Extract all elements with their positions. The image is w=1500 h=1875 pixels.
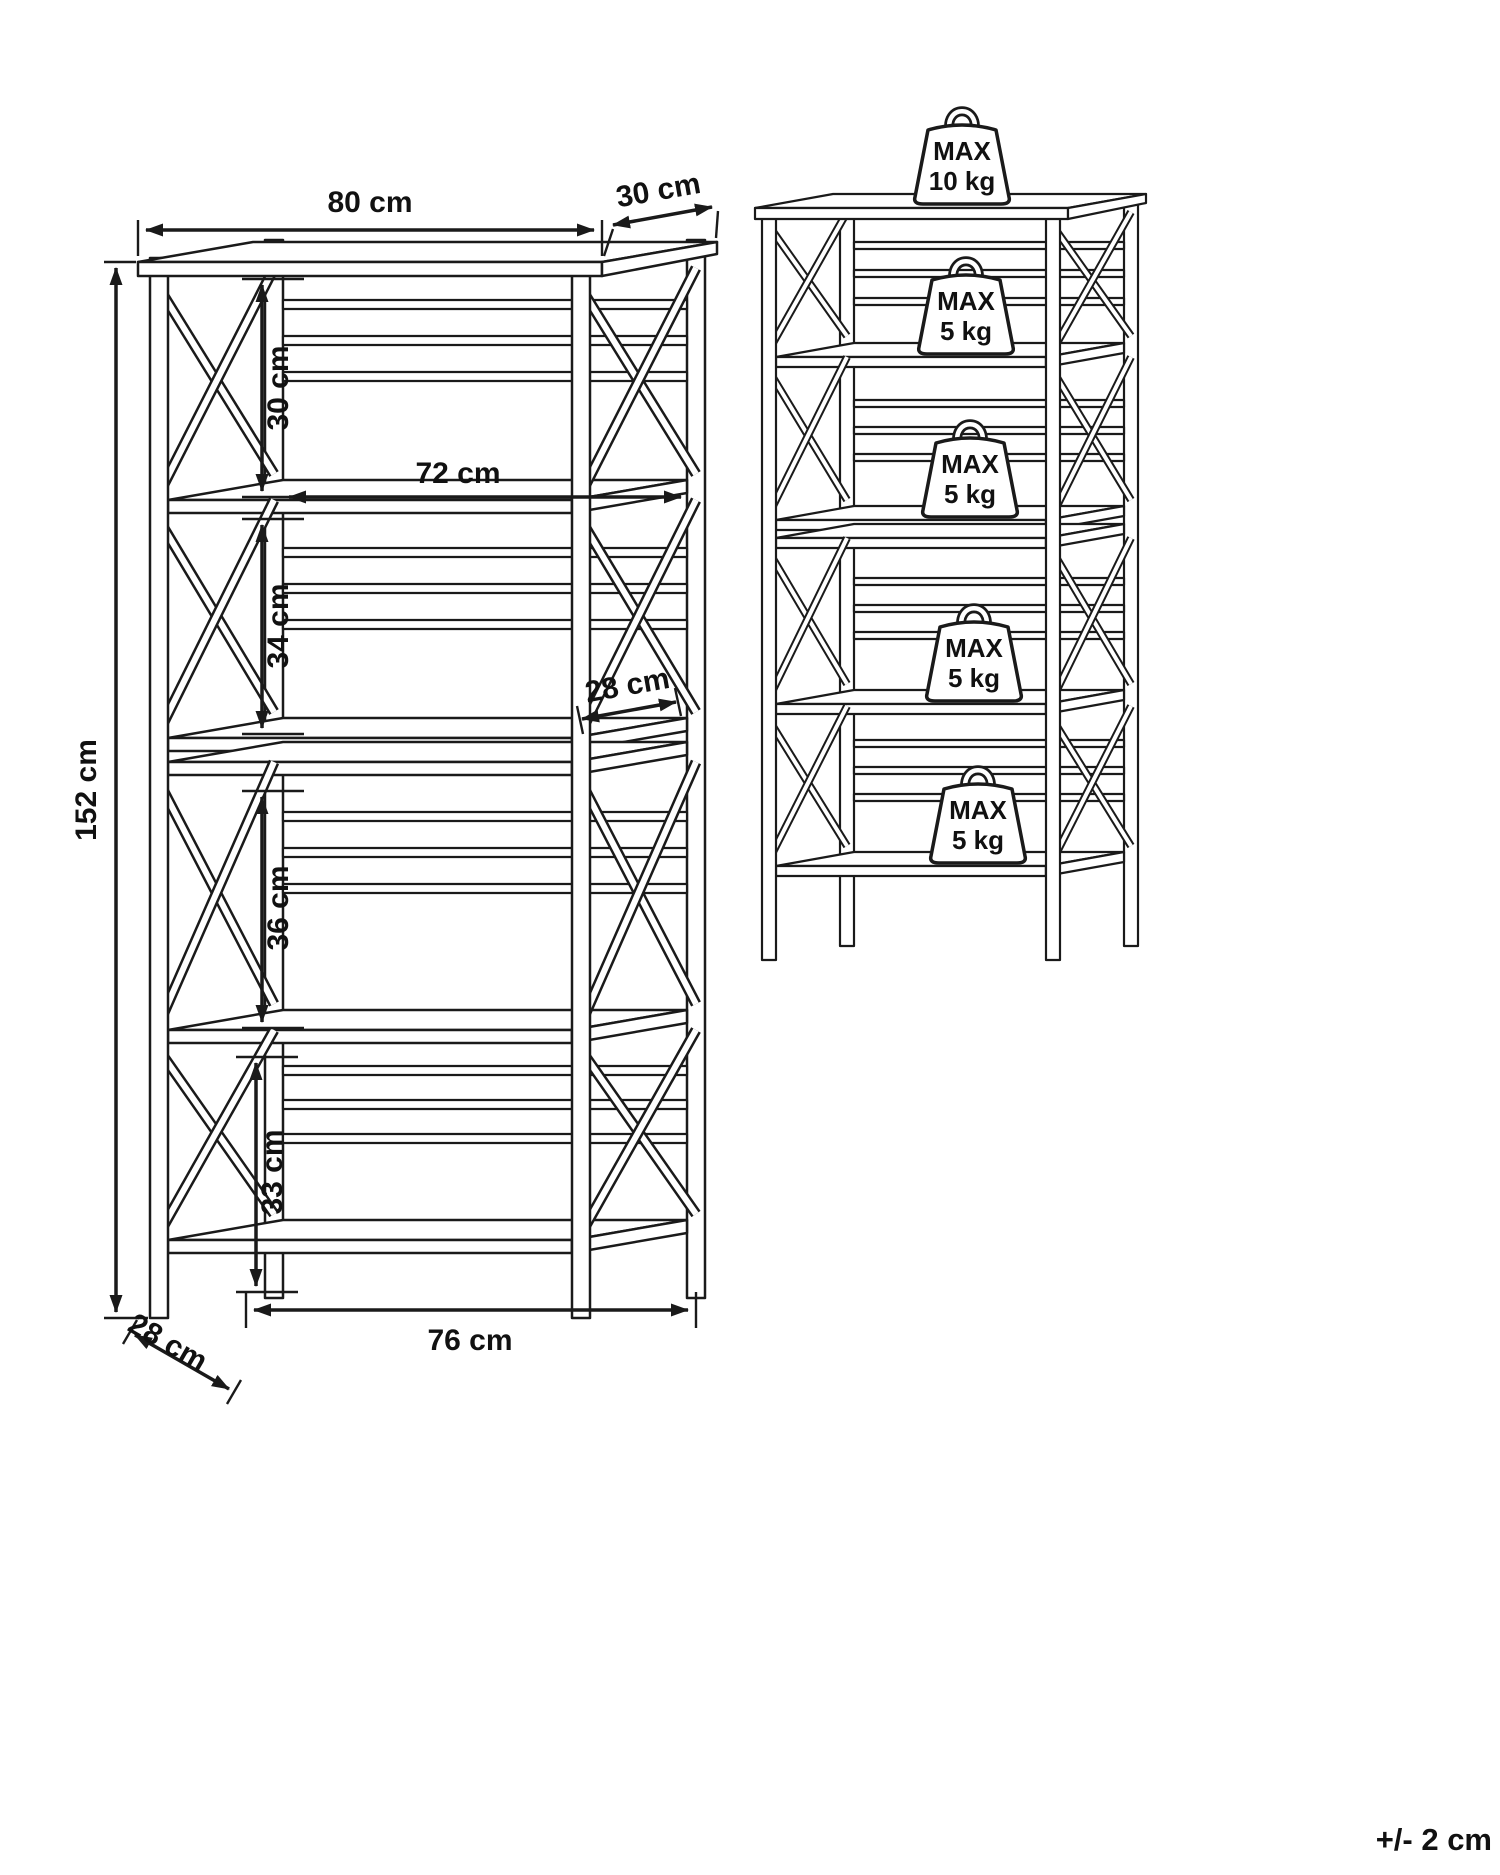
weight-icon-3: MAX 5 kg bbox=[920, 419, 1020, 519]
dim-section3-height: 36 cm bbox=[242, 789, 304, 1030]
x-braces-left-panel bbox=[765, 210, 851, 862]
weight-icon-2: MAX 5 kg bbox=[916, 256, 1016, 356]
dim-section3-label: 36 cm bbox=[262, 865, 295, 950]
dim-top-width: 80 cm bbox=[136, 186, 604, 256]
dim-top-width-label: 80 cm bbox=[327, 186, 412, 219]
weight-value-label: 10 kg bbox=[929, 166, 996, 196]
shelves bbox=[166, 478, 689, 1255]
shelf-board bbox=[166, 1008, 689, 1045]
front-posts bbox=[148, 256, 592, 1320]
dim-section1-label: 30 cm bbox=[262, 345, 295, 430]
weight-max-label: MAX bbox=[941, 449, 999, 479]
weight-value-label: 5 kg bbox=[940, 316, 992, 346]
x-braces-right-panel bbox=[575, 265, 702, 1237]
back-rails bbox=[281, 298, 689, 1145]
dim-shelf-width-label: 72 cm bbox=[415, 457, 500, 490]
weight-value-label: 5 kg bbox=[944, 479, 996, 509]
weight-icon-4: MAX 5 kg bbox=[924, 603, 1024, 703]
dim-section2-label: 34 cm bbox=[262, 583, 295, 668]
weight-max-label: MAX bbox=[937, 286, 995, 316]
dim-total-height-label: 152 cm bbox=[70, 739, 103, 841]
x-braces-right-panel bbox=[1049, 210, 1135, 862]
weight-max-label: MAX bbox=[949, 795, 1007, 825]
bookshelf-dimension-view: 80 cm 30 cm 152 cm 30 cm 72 cm bbox=[70, 167, 720, 1405]
weight-value-label: 5 kg bbox=[948, 663, 1000, 693]
weight-icon-5: MAX 5 kg bbox=[928, 765, 1028, 865]
dim-section2-height: 34 cm bbox=[242, 517, 304, 736]
bookshelf-load-capacity-view: MAX 10 kg MAX 5 kg MAX 5 kg MAX 5 kg bbox=[753, 106, 1148, 962]
weight-max-label: MAX bbox=[933, 136, 991, 166]
dim-shelf-width: 72 cm bbox=[288, 457, 682, 504]
weight-max-label: MAX bbox=[945, 633, 1003, 663]
weight-icon-1: MAX 10 kg bbox=[912, 106, 1012, 206]
dim-base-depth: 28 cm bbox=[121, 1307, 243, 1405]
dim-section4-label: 33 cm bbox=[256, 1129, 289, 1214]
shelf-board bbox=[166, 1218, 689, 1255]
back-posts bbox=[838, 196, 1140, 948]
dim-section4-height: 33 cm bbox=[236, 1055, 298, 1294]
weight-value-label: 5 kg bbox=[952, 825, 1004, 855]
shelf-board bbox=[774, 522, 1126, 550]
dim-base-width-label: 76 cm bbox=[427, 1324, 512, 1357]
dim-base-width: 76 cm bbox=[244, 1292, 698, 1357]
front-posts bbox=[760, 210, 1062, 962]
dim-shelf-depth-label: 28 cm bbox=[583, 662, 673, 709]
dim-section1-height: 30 cm bbox=[242, 277, 304, 499]
tolerance-note: +/- 2 cm bbox=[1376, 1822, 1492, 1857]
dim-top-depth-label: 30 cm bbox=[614, 167, 704, 214]
top-board bbox=[136, 240, 719, 278]
dim-total-height: 152 cm bbox=[70, 260, 148, 1320]
